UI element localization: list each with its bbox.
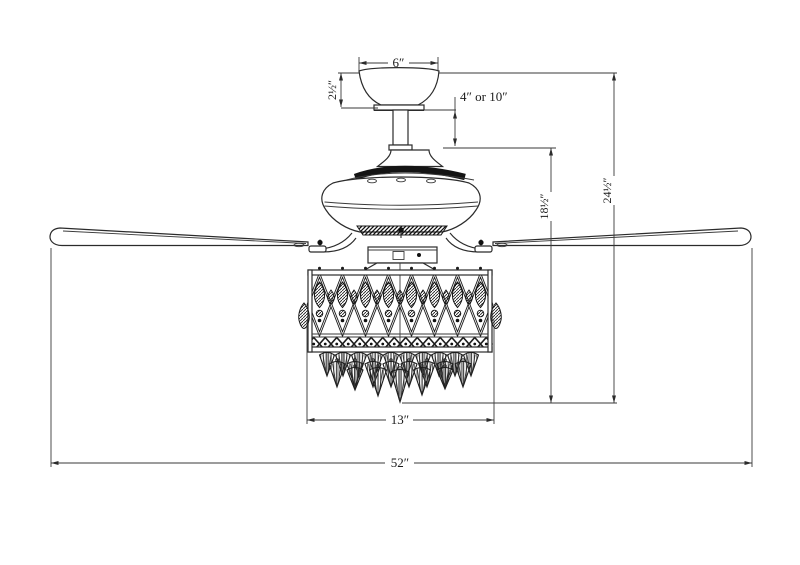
blade-iron-right [445, 232, 493, 253]
dim-label-downrod-length: 4″ or 10″ [460, 89, 508, 104]
blade-left [49, 227, 309, 248]
dim-label-ceiling-to-bottom: 24½″ [600, 178, 614, 204]
blade-right [492, 227, 752, 248]
dim-downrod-length: 4″ or 10″ [424, 89, 508, 146]
crystal-drops [318, 351, 480, 404]
canopy-plate [373, 104, 425, 111]
dim-housing-to-bottom: 18½″ [443, 147, 556, 403]
drum-bottom-rail [307, 346, 493, 353]
dim-canopy-width: 6″ [358, 55, 439, 71]
dim-blade-span: 52″ [50, 248, 753, 470]
dim-label-light-kit-width: 13″ [391, 412, 409, 427]
downrod-flange [388, 144, 413, 151]
motor-housing [321, 165, 481, 238]
dim-canopy-height: 2½″ [325, 73, 378, 109]
drum-finials [318, 266, 482, 270]
canopy [358, 67, 440, 112]
motor-bolt [398, 227, 404, 233]
downrod-bell [375, 149, 445, 168]
dim-label-blade-span: 52″ [391, 455, 409, 470]
blade-iron-left [308, 232, 357, 253]
motor-body [321, 176, 481, 233]
light-kit-drum [298, 263, 502, 353]
drum-top-rail [307, 269, 493, 276]
dim-light-kit-width: 13″ [306, 320, 495, 427]
dim-label-canopy-width: 6″ [393, 55, 405, 70]
dim-label-housing-to-bottom: 18½″ [537, 194, 551, 220]
side-crystal-right [490, 302, 502, 330]
downrod [375, 109, 445, 168]
canopy-bowl [358, 67, 440, 106]
dim-label-canopy-height: 2½″ [325, 80, 339, 100]
dim-ceiling-to-bottom: 24½″ [600, 73, 616, 403]
